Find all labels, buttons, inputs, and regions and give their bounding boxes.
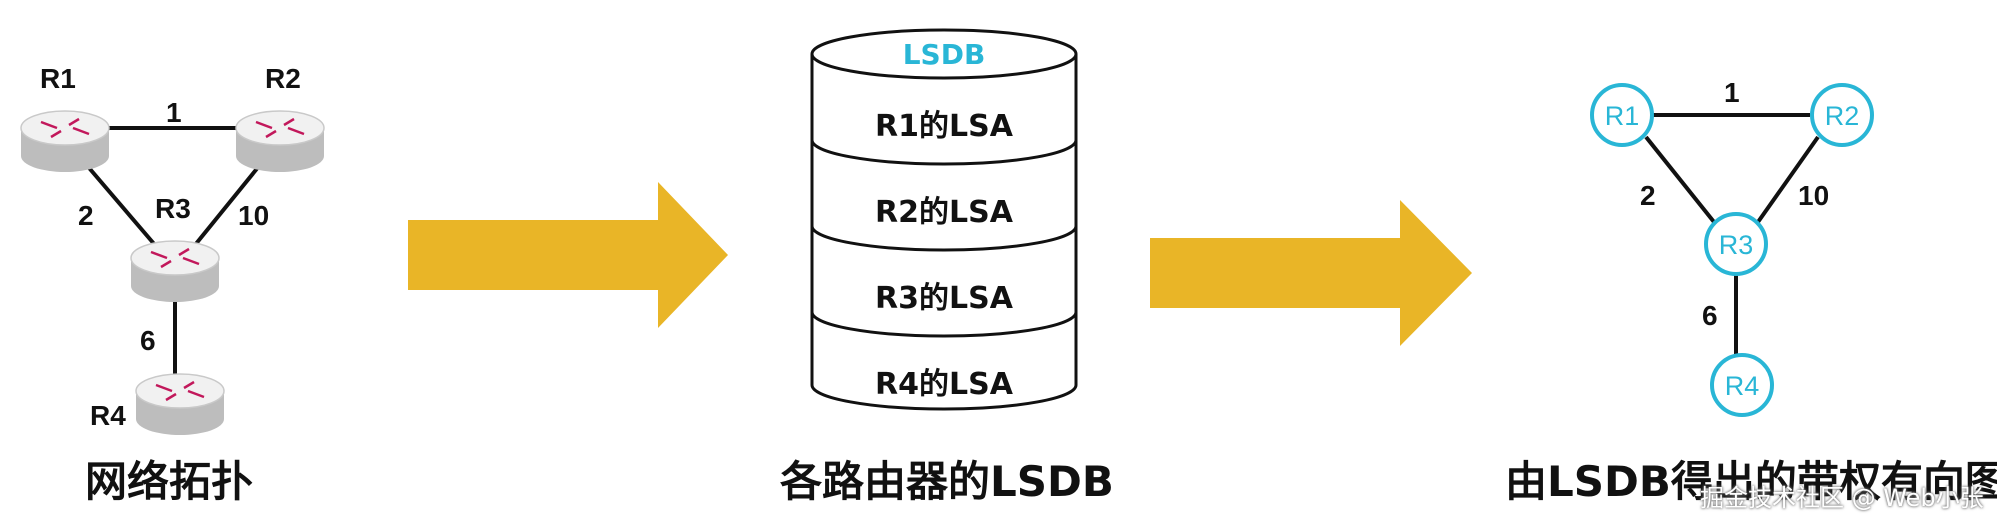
lsdb-title: LSDB [903,38,986,71]
router-label-r3: R3 [155,193,191,224]
lsdb-caption: 各路由器的LSDB [780,457,1114,506]
topology-caption: 网络拓扑 [85,457,254,506]
lsdb-cylinder: LSDB R1的LSA R2的LSA R3的LSA R4的LSA [810,28,1078,411]
graph-node-label-r4: R4 [1725,371,1760,401]
lsdb-separator-1 [810,139,1078,166]
graph-caption: 由LSDB得出的带权有向图 [1505,457,1997,506]
link-cost-r3-r4: 6 [140,325,156,356]
graph-weight-r1-r3: 2 [1640,180,1656,211]
graph-weight-r3-r4: 6 [1702,300,1718,331]
router-label-r1: R1 [40,63,76,94]
graph-node-label-r1: R1 [1605,101,1640,131]
graph-node-label-r2: R2 [1825,101,1860,131]
router-label-r2: R2 [265,63,301,94]
lsdb-separator-3 [810,311,1078,338]
link-cost-r1-r3: 2 [78,200,94,231]
router-label-r4: R4 [90,400,126,431]
router-icon-r2 [235,110,325,172]
lsdb-body [810,54,1078,411]
graph-weight-r1-r2: 1 [1724,77,1740,108]
graph-node-r1 [1590,83,1654,147]
lsdb-record-r4: R4的LSA [875,367,1014,402]
graph-node-label-r3: R3 [1719,230,1754,260]
router-icon-r4 [135,373,225,435]
router-icon-r1 [20,110,110,172]
lsdb-record-r1: R1的LSA [875,109,1014,144]
lsdb-record-r3: R3的LSA [875,281,1014,316]
router-icon-r3 [130,240,220,302]
link-cost-r1-r2: 1 [166,97,182,128]
topology-link-r2-r3 [193,153,270,247]
lsdb-separator-2 [810,225,1078,252]
graph-node-r4 [1710,353,1774,417]
watermark: 掘金技术社区 @ Web小张 [1700,484,1984,512]
graph-edge-r2-r3 [1756,135,1820,224]
flow-arrow-1 [408,182,728,328]
graph-node-r3 [1704,212,1768,276]
graph-weight-r2-r3: 10 [1798,180,1829,211]
lsdb-top [810,28,1078,80]
link-cost-r2-r3: 10 [238,200,269,231]
topology-link-r1-r3 [76,153,157,247]
lsdb-record-r2: R2的LSA [875,195,1014,230]
topology-panel: R1 R2 R3 R4 1 2 10 6 [20,63,325,435]
flow-arrow-2 [1150,200,1472,346]
weighted-graph-panel: R1 R2 R3 R4 1 2 10 6 [1590,77,1874,417]
graph-edge-r1-r3 [1644,135,1716,224]
graph-node-r2 [1810,83,1874,147]
